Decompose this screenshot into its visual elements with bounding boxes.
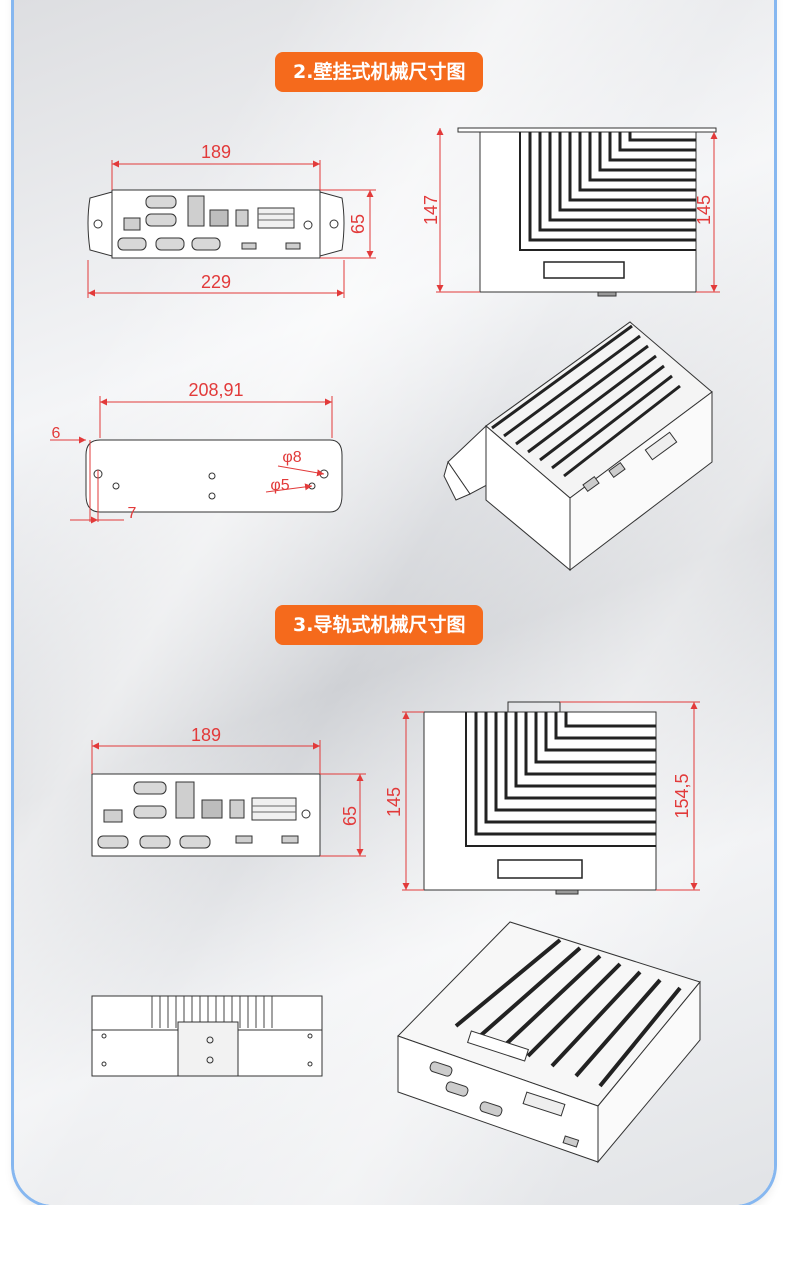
wall-front-view [87,189,345,259]
wall-bracket-view [85,439,343,513]
wall-isometric-view [443,321,713,572]
dim-rail-side-depth: 145 [384,787,404,817]
dim-wall-bracket-edge: 7 [128,505,137,522]
dim-rail-front-width: 189 [191,725,221,745]
rail-side-view [423,701,657,895]
dim-rail-side-height: 154,5 [672,773,692,818]
wall-bracket-dimensions [50,396,333,524]
dim-wall-side-height: 145 [694,195,714,225]
wall-side-view [457,127,717,297]
rail-front-dimensions [91,740,366,857]
dim-wall-bracket-left-offset: 6 [52,425,61,442]
rail-top-view [91,995,323,1077]
dim-wall-overall-width: 229 [201,272,231,292]
section-title-wall-mount: 2.壁挂式机械尺寸图 [275,52,484,92]
rail-isometric-view [397,921,701,1164]
section-title-rail-mount: 3.导轨式机械尺寸图 [275,605,484,645]
wall-front-dimensions [87,160,376,298]
dim-wall-bracket-span: 208,91 [188,380,243,400]
dim-wall-hole-small: φ5 [270,477,289,494]
dim-wall-side-depth: 147 [421,195,441,225]
page-bottom [0,1205,790,1268]
dim-rail-front-height: 65 [340,806,360,826]
dim-wall-front-width: 189 [201,142,231,162]
dim-wall-hole-large: φ8 [282,449,301,466]
wall-side-dimensions [436,128,720,293]
dim-wall-front-height: 65 [348,214,368,234]
db9-ports [117,195,221,251]
rail-side-dimensions [402,701,700,891]
rail-front-view [91,773,321,857]
